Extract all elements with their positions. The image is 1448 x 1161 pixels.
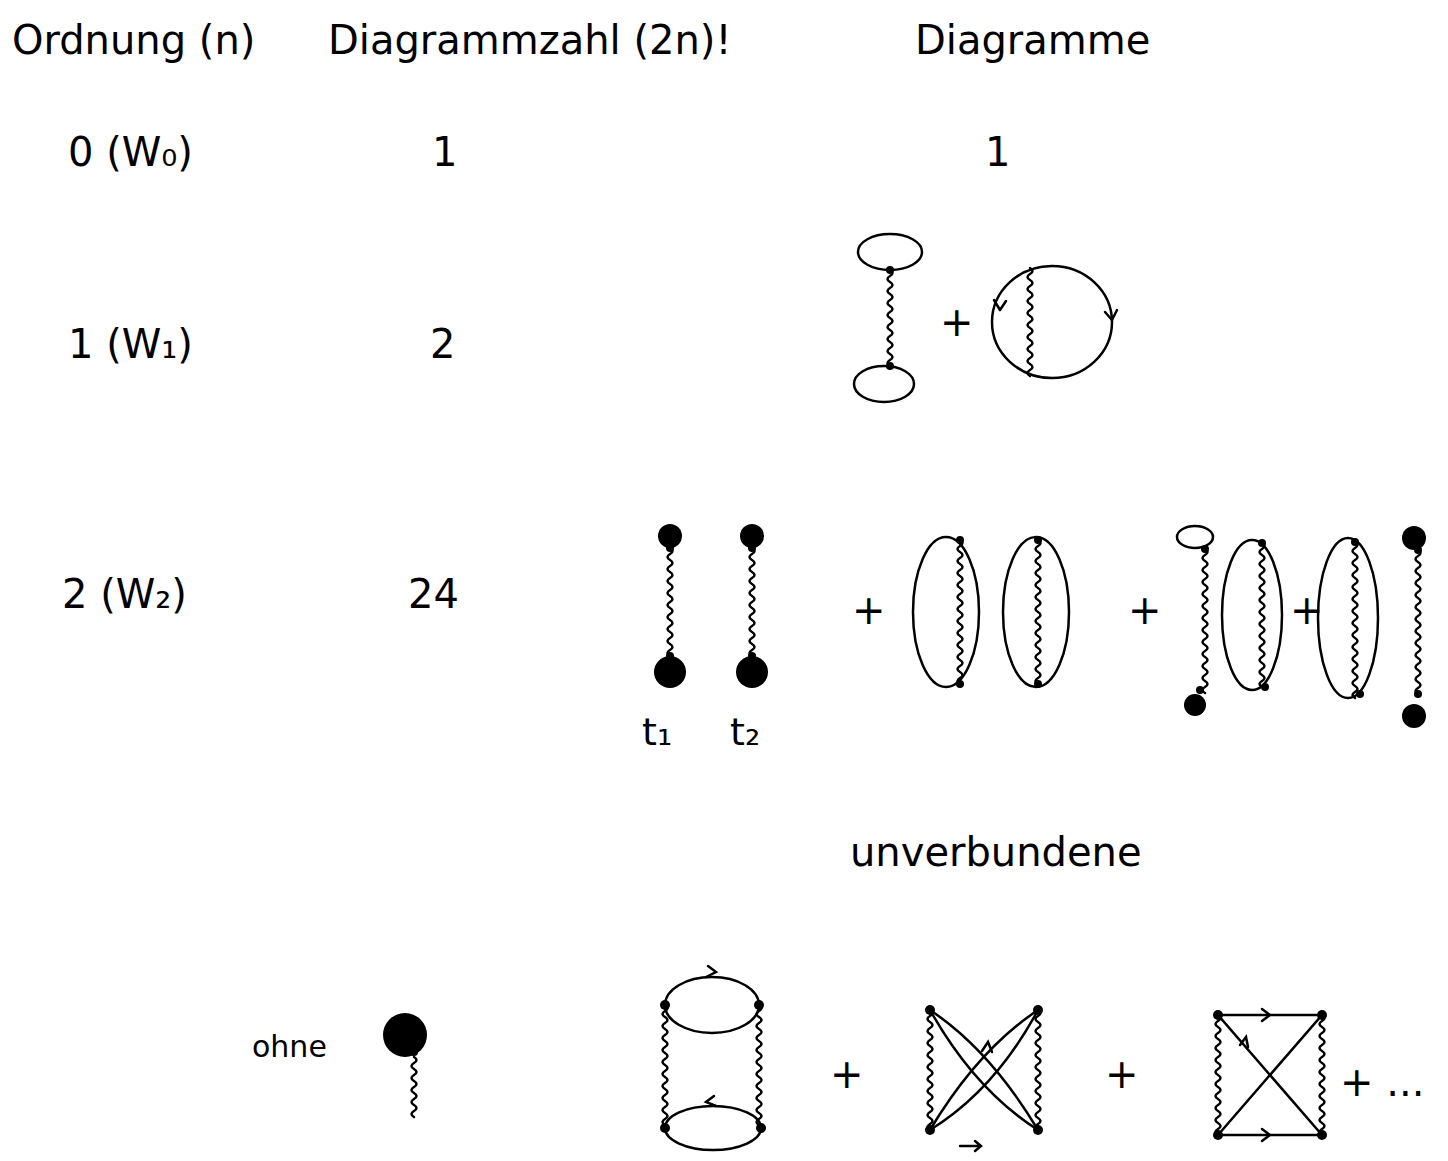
mixed-diagram: [1177, 526, 1282, 716]
mixed-diagram: [1318, 526, 1426, 728]
time-label: t₁: [642, 712, 672, 754]
diagram-value: 1: [985, 130, 1010, 174]
tadpole-symbol: [383, 1013, 427, 1117]
plus-sign: +: [1105, 1052, 1139, 1096]
order-label: 1 (W₁): [68, 322, 193, 366]
diagram-count: 1: [432, 130, 457, 174]
plus-sign: +: [1128, 588, 1162, 632]
plus-sign: +: [940, 300, 974, 344]
plus-sign: +: [830, 1052, 864, 1096]
connected-diagram: [660, 966, 766, 1150]
plus-sign: +: [852, 588, 886, 632]
diagram-count: 24: [408, 572, 459, 616]
order-label: 0 (W₀): [68, 130, 193, 174]
diagram-count: 2: [430, 322, 455, 366]
disconnected-tadpoles: [654, 524, 768, 688]
disconnected-exchanges: [913, 536, 1069, 688]
note: unverbundene: [850, 830, 1141, 874]
column-header: Diagramme: [915, 18, 1150, 62]
column-header: Ordnung (n): [12, 18, 255, 62]
plus-sign: + ...: [1340, 1060, 1424, 1104]
order-label: 2 (W₂): [62, 572, 187, 616]
plus-sign: +: [1290, 588, 1324, 632]
hartree-diagram: [854, 234, 922, 402]
note: ohne: [252, 1030, 327, 1063]
connected-diagram: [925, 1005, 1043, 1151]
fock-diagram: [992, 266, 1117, 378]
time-label: t₂: [730, 712, 760, 754]
connected-diagram: [1213, 1009, 1327, 1141]
column-header: Diagrammzahl (2n)!: [328, 18, 731, 62]
